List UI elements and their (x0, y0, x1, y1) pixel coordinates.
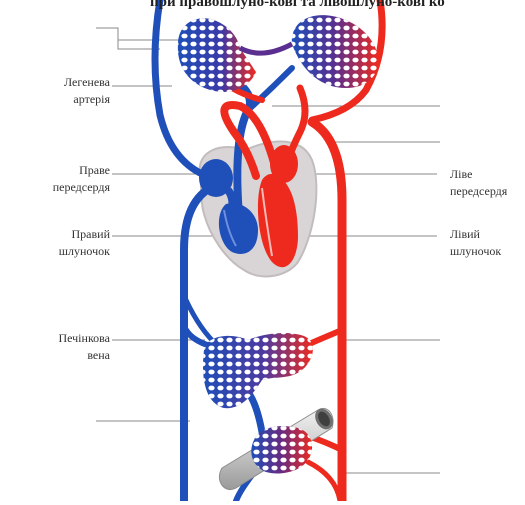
label-right-ventricle-line2: шлуночок (30, 243, 110, 260)
label-left-ventricle-line1: Лівий (450, 226, 525, 243)
leader-top-left-bracket (96, 28, 160, 49)
label-left-ventricle: Лівий шлуночок (450, 226, 525, 260)
label-pulmonary-artery: Легенева артерія (30, 74, 110, 108)
liver-capillaries-icon (203, 333, 313, 408)
label-hepatic-vein-line2: вена (30, 347, 110, 364)
atrio-ventricular-channel (228, 190, 233, 210)
intestine-capillaries-icon (219, 405, 336, 489)
label-pulmonary-artery-line2: артерія (30, 91, 110, 108)
label-pulmonary-artery-line1: Легенева (30, 74, 110, 91)
title-fragment: при правошлуно-кові та лівошлуно-кові ко (150, 0, 445, 11)
label-left-atrium-line1: Ліве (450, 166, 525, 183)
label-left-atrium: Ліве передсердя (450, 166, 525, 200)
label-left-ventricle-line2: шлуночок (450, 243, 525, 260)
label-right-atrium-line1: Праве (30, 162, 110, 179)
label-right-ventricle: Правий шлуночок (30, 226, 110, 260)
label-hepatic-vein: Печінкова вена (30, 330, 110, 364)
label-right-atrium-line2: передсердя (30, 179, 110, 196)
label-right-atrium: Праве передсердя (30, 162, 110, 196)
label-right-ventricle-line1: Правий (30, 226, 110, 243)
gut-artery-right (308, 462, 340, 501)
label-hepatic-vein-line1: Печінкова (30, 330, 110, 347)
label-left-atrium-line2: передсердя (450, 183, 525, 200)
